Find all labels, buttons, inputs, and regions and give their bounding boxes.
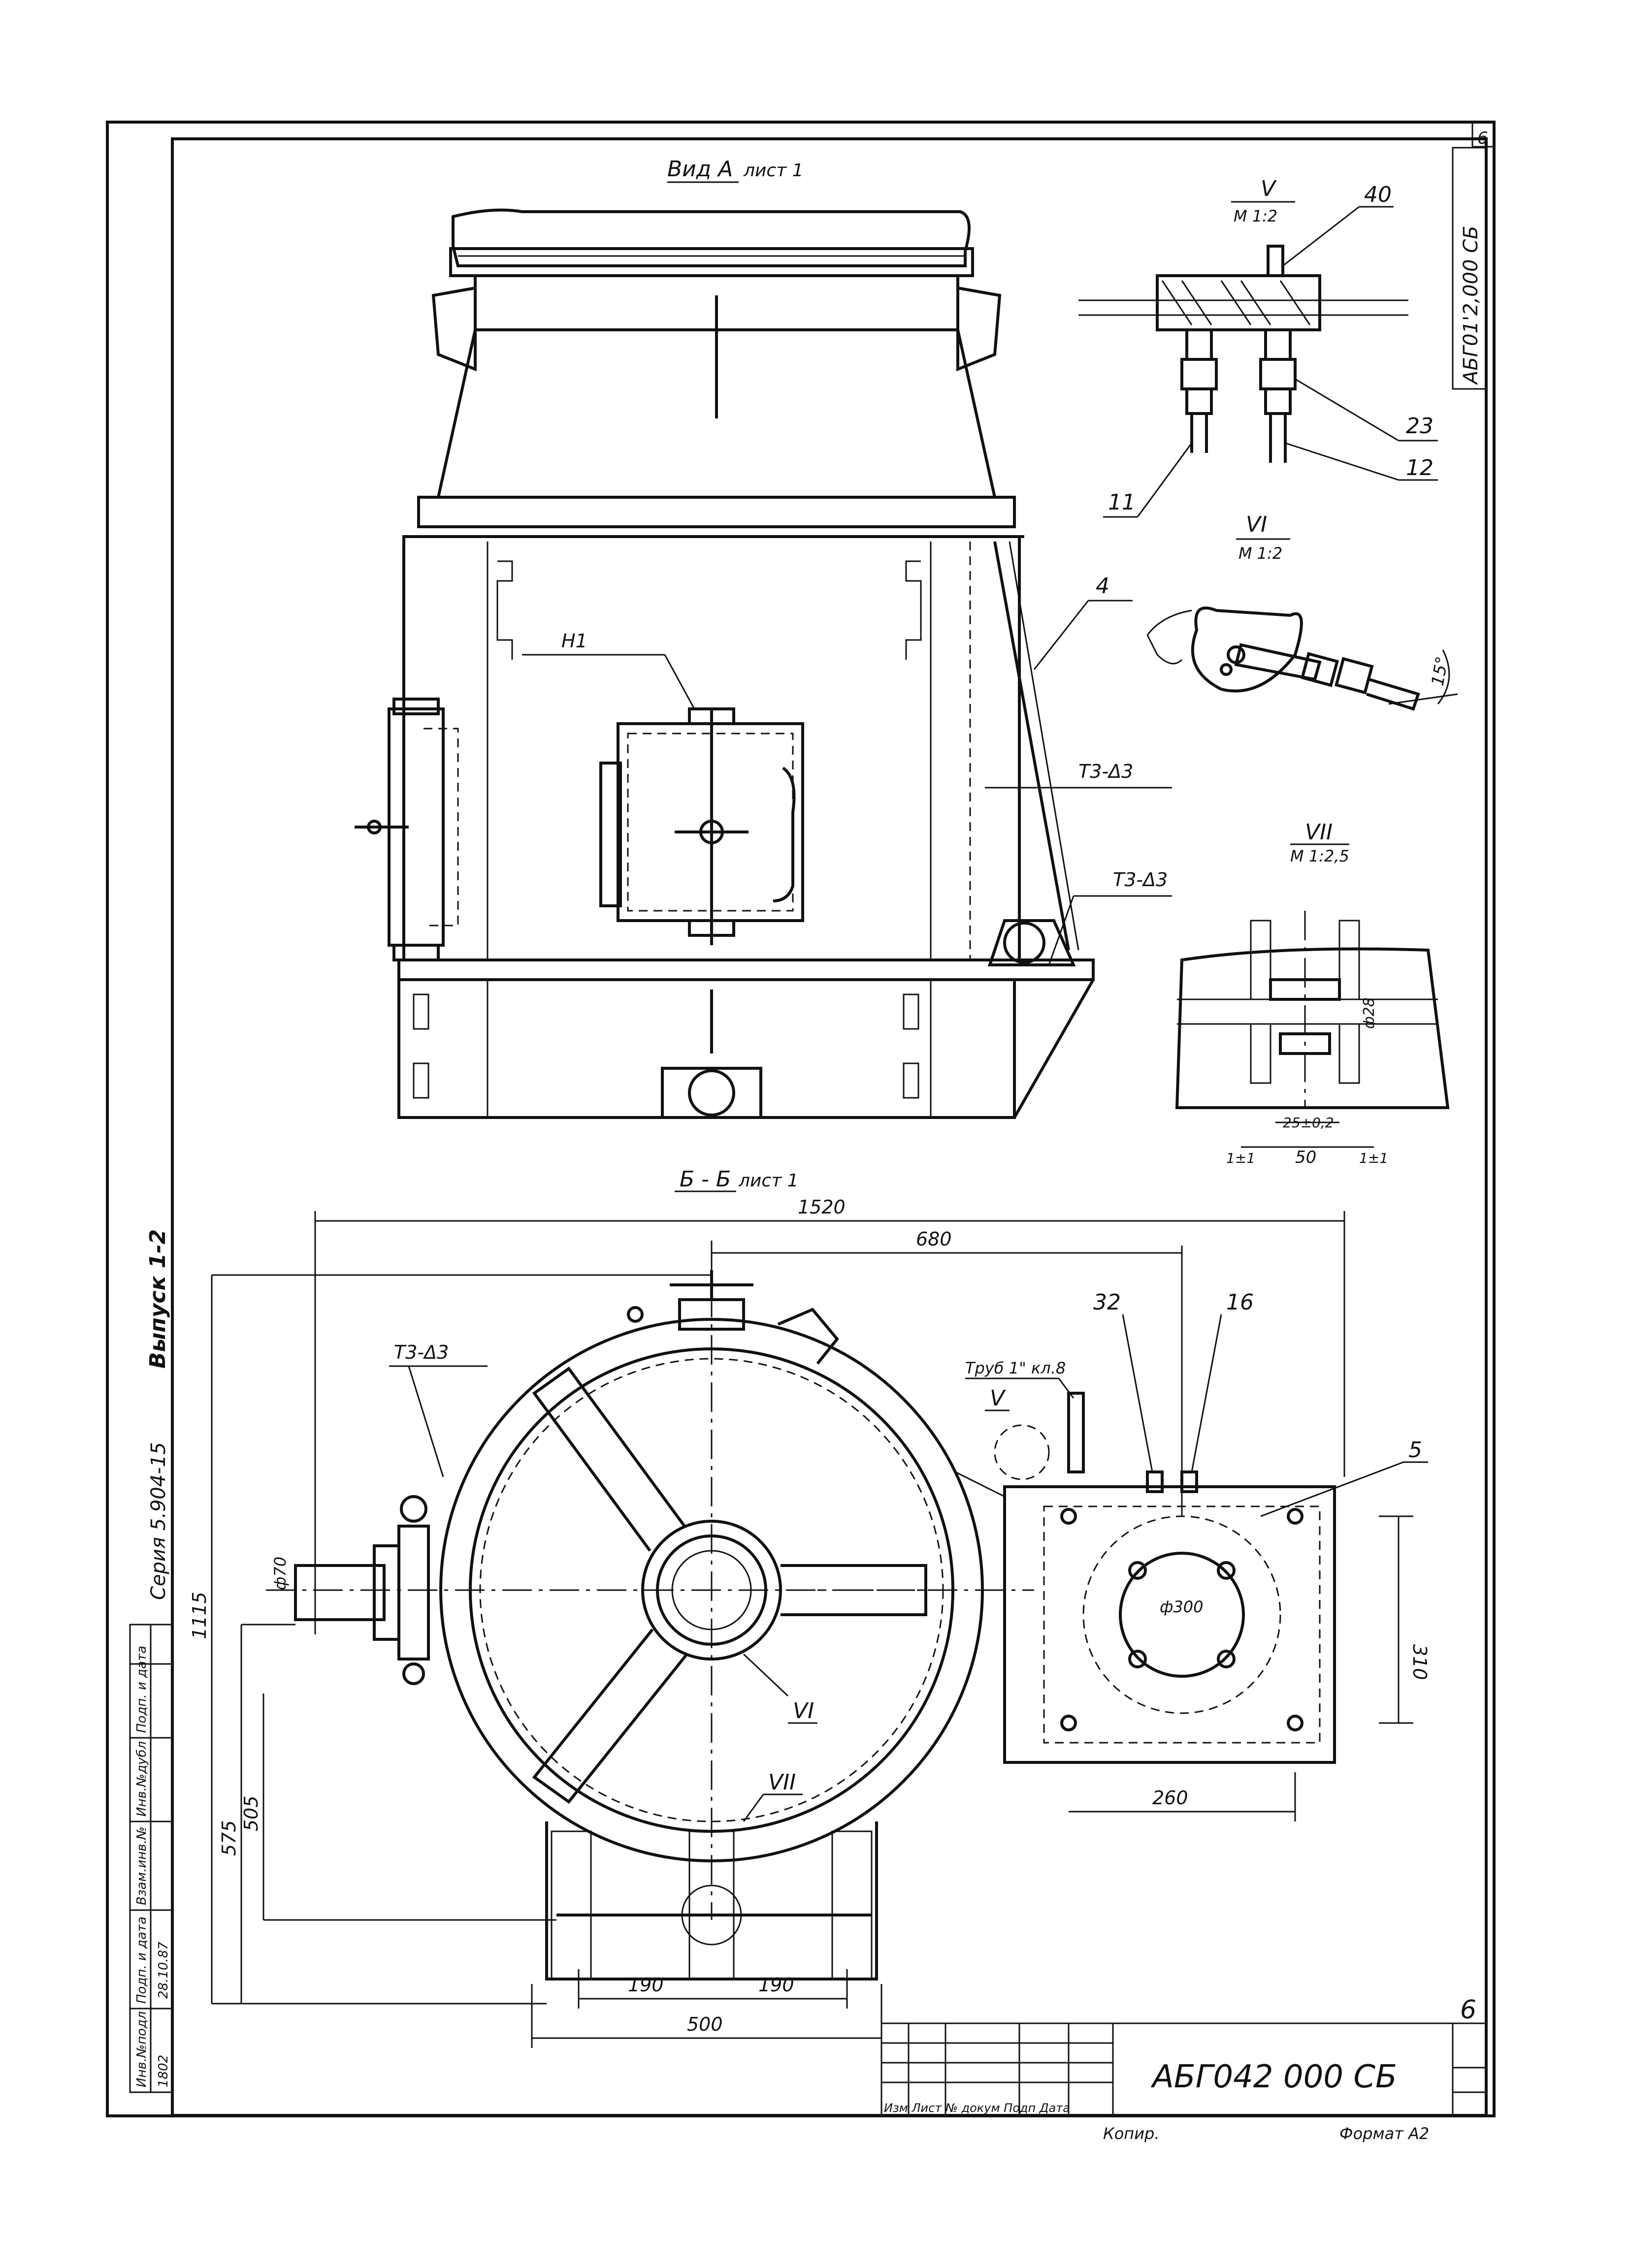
detail-v-drawing xyxy=(1078,245,1408,463)
dim-575: 575 xyxy=(218,1820,240,1856)
stamp-podp-data-1: Подп. и дата xyxy=(134,1917,149,2004)
detail-vi-scale: М 1:2 xyxy=(1238,544,1282,563)
drawing-designation: АБГ042 000 СБ xyxy=(1150,2059,1397,2095)
section-bb-title: Б - Б xyxy=(680,1167,731,1192)
detail-vii-dim-1b: 1±1 xyxy=(1359,1150,1388,1166)
dim-d300: ф300 xyxy=(1160,1597,1203,1616)
section-view-vi: VI xyxy=(793,1698,814,1724)
detail-vi-title: VI xyxy=(1246,512,1267,537)
dim-680: 680 xyxy=(916,1228,952,1250)
stamp-podp-data-2: Подп. и дата xyxy=(134,1646,149,1733)
detail-v-scale: М 1:2 xyxy=(1234,207,1277,225)
label-t3-a: Т3-Δ3 xyxy=(1078,761,1133,782)
side-stamp xyxy=(129,1624,173,2093)
dim-260: 260 xyxy=(1152,1787,1188,1809)
format-label: Формат А2 xyxy=(1339,2124,1429,2143)
dim-1520: 1520 xyxy=(798,1196,846,1218)
pipe-label: Труб 1" кл.8 xyxy=(965,1359,1066,1377)
detail-vii-title: VII xyxy=(1305,820,1333,845)
sheet-number-small: 6 xyxy=(1460,1995,1476,2025)
stamp-inv-podl: Инв.№подл xyxy=(134,2011,149,2087)
view-a-drawing xyxy=(355,208,1095,1119)
dim-505: 505 xyxy=(240,1795,262,1831)
rotated-code: АБГ01'2,000 СБ xyxy=(1460,225,1482,385)
section-bb-drawing xyxy=(266,1241,1336,1981)
view-a-sheet-ref: лист 1 xyxy=(743,160,804,181)
detail-vii-drawing xyxy=(1175,911,1450,1148)
view-a-title: Вид А лист 1 xyxy=(667,157,804,183)
detail-vii-scale: М 1:2,5 xyxy=(1290,847,1349,865)
detail-v-title: V xyxy=(1261,176,1277,201)
section-view-vii: VII xyxy=(768,1770,796,1795)
sheet-number: 6 xyxy=(1477,128,1488,148)
callout-5: 5 xyxy=(1408,1437,1422,1463)
rotated-code-box: АБГ01'2,000 СБ xyxy=(1452,147,1487,390)
detail-vii-dim-28: ф28 xyxy=(1361,997,1378,1029)
stamp-date-value: 28.10.87 xyxy=(156,1942,171,1999)
issue-label: Выпуск 1-2 xyxy=(145,1229,170,1369)
label-h1: Н1 xyxy=(561,630,587,652)
section-bb-sheet-ref: лист 1 xyxy=(738,1171,799,1191)
callout-11: 11 xyxy=(1108,490,1136,515)
callout-23: 23 xyxy=(1406,414,1434,439)
callout-4: 4 xyxy=(1096,574,1109,599)
dim-190-a: 190 xyxy=(628,1974,664,1996)
callout-16: 16 xyxy=(1226,1290,1254,1315)
view-a-label: Вид А xyxy=(667,157,733,182)
stamp-inv-dubl: Инв.№дубл xyxy=(134,1741,149,1817)
dim-d70: ф70 xyxy=(271,1557,290,1590)
label-t3-b: Т3-Δ3 xyxy=(1113,869,1168,891)
stamp-vzam-inv: Взам.инв.№ xyxy=(134,1826,149,1905)
detail-vi-drawing xyxy=(1146,607,1458,711)
callout-12: 12 xyxy=(1406,455,1434,480)
callout-40: 40 xyxy=(1364,182,1392,207)
detail-vii-dim-50: 50 xyxy=(1295,1148,1316,1167)
section-bb-dimensions xyxy=(211,1211,1413,2048)
dim-1115: 1115 xyxy=(189,1592,210,1639)
dim-500: 500 xyxy=(687,2013,723,2035)
detail-vii-dim-25: 25±0,2 xyxy=(1283,1115,1334,1131)
bottom-row-labels: Изм Лист № докум Подп Дата xyxy=(884,2101,1070,2115)
section-view-v: V xyxy=(990,1386,1006,1411)
stamp-inv-value: 1802 xyxy=(156,2055,171,2087)
label-t3-section: Т3-Δ3 xyxy=(394,1342,449,1363)
dim-310: 310 xyxy=(1409,1644,1431,1680)
detail-vii-dim-1a: 1±1 xyxy=(1226,1150,1255,1166)
title-block xyxy=(107,2022,1494,2117)
dim-190-b: 190 xyxy=(758,1974,794,1996)
callout-32: 32 xyxy=(1093,1290,1121,1315)
series-label: Серия 5.904-15 xyxy=(147,1442,170,1600)
copy-label: Копир. xyxy=(1103,2124,1160,2143)
